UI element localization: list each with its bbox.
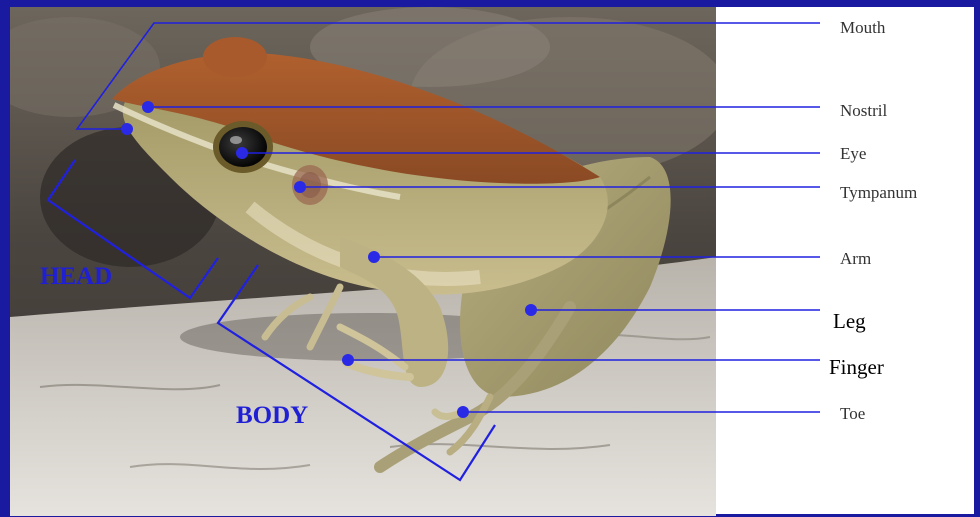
region-label-head: HEAD (40, 263, 112, 291)
toe-marker-dot (457, 406, 469, 418)
region-label-body: BODY (236, 402, 308, 430)
label-nostril: Nostril (840, 101, 887, 121)
leg-marker-dot (525, 304, 537, 316)
label-tympanum: Tympanum (840, 183, 917, 203)
label-mouth: Mouth (840, 18, 885, 38)
body-bracket (218, 265, 495, 480)
nostril-marker-dot (142, 101, 154, 113)
label-eye: Eye (840, 144, 866, 164)
mouth-marker-dot (121, 123, 133, 135)
label-toe: Toe (840, 404, 865, 424)
mouth-pointer-line (77, 23, 820, 129)
label-arm: Arm (840, 249, 871, 269)
eye-marker-dot (236, 147, 248, 159)
finger-marker-dot (342, 354, 354, 366)
arm-marker-dot (368, 251, 380, 263)
label-finger: Finger (829, 355, 884, 380)
label-leg: Leg (833, 309, 866, 334)
tympanum-marker-dot (294, 181, 306, 193)
